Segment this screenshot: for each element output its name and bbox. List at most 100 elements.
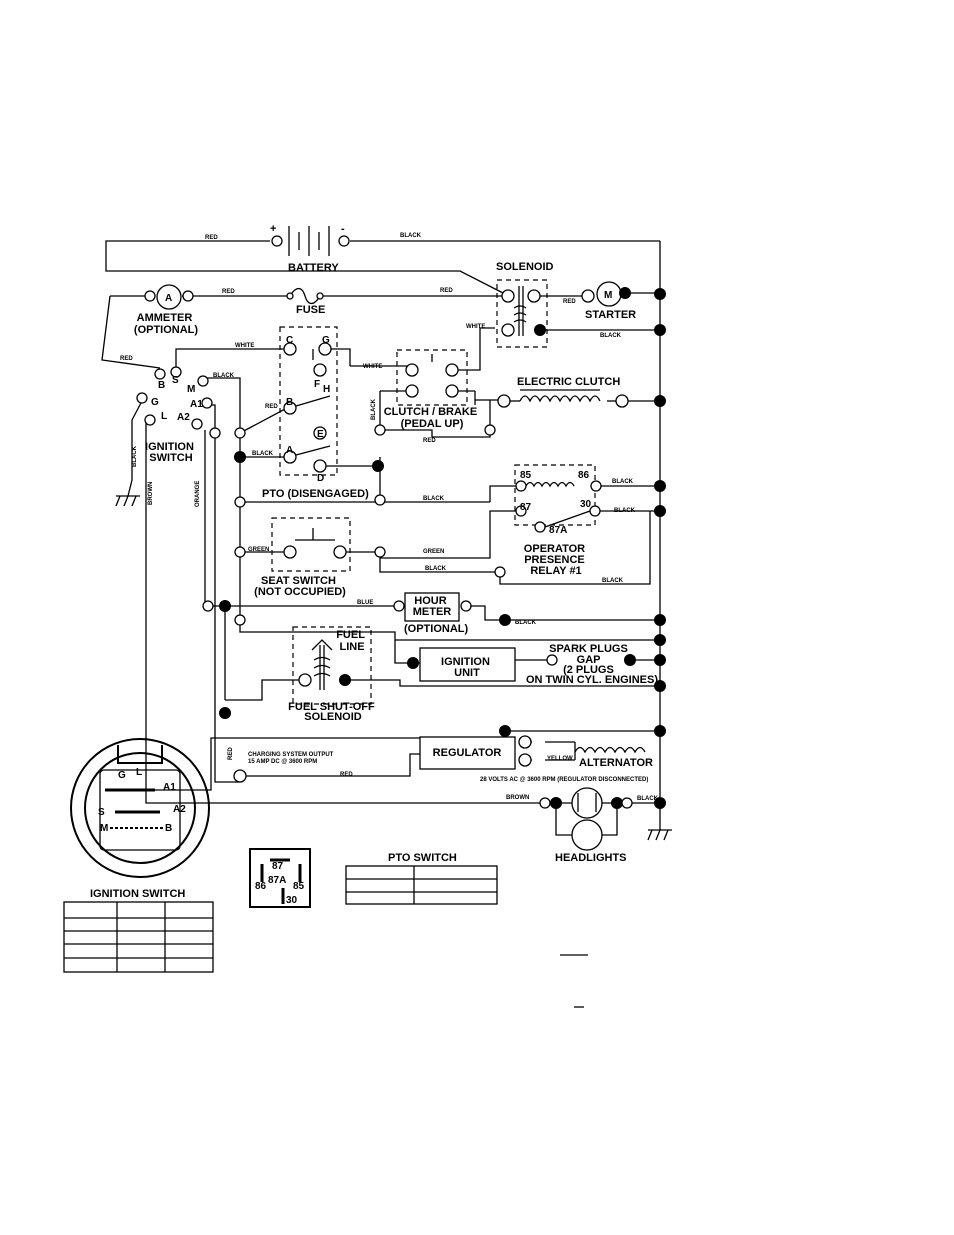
relay-pin-30: 30 <box>286 895 298 906</box>
ignition-switch-label: IGNITION SWITCH <box>145 441 197 464</box>
wire-red-starter: RED <box>563 299 576 305</box>
relay-pin-87a: 87A <box>268 875 286 886</box>
pto-terminal-c: C <box>286 335 293 346</box>
ammeter-label: AMMETER (OPTIONAL) <box>134 312 198 336</box>
ignition-unit-label: IGNITION UNIT <box>441 656 493 679</box>
relay-label: OPERATOR PRESENCE RELAY #1 <box>524 543 588 577</box>
relay-pinout: 87 86 87A 85 30 <box>249 848 311 908</box>
wire-red-clutch: RED <box>423 438 436 444</box>
terminal-labels: B S M G L A1 A2 C G F H B E A D 85 86 87… <box>151 335 592 536</box>
pto-terminal-b: B <box>286 397 293 408</box>
wire-black-seat: BLACK <box>425 566 447 572</box>
hour-meter-note: (OPTIONAL) <box>404 623 468 635</box>
wire-black-relay-bottom: BLACK <box>602 578 624 584</box>
relay-terminal-30: 30 <box>580 499 592 510</box>
relay-terminal-86: 86 <box>578 470 590 481</box>
wire-black-clutch-vertical: BLACK <box>371 398 377 420</box>
ign-terminal-b: B <box>158 380 165 391</box>
face-terminal-b: B <box>165 823 172 834</box>
wires <box>101 240 661 836</box>
face-terminal-l: L <box>136 767 142 778</box>
ignition-switch-symbol <box>136 366 213 430</box>
solenoid-label: SOLENOID <box>496 261 554 273</box>
wire-red-charging-vertical: RED <box>228 747 234 760</box>
wire-red-battery: RED <box>205 235 218 241</box>
relay-pin-86: 86 <box>255 881 267 892</box>
pto-terminal-g: G <box>322 335 330 346</box>
wire-white-pto: WHITE <box>235 343 254 349</box>
wire-green-relay: GREEN <box>423 549 444 555</box>
relay-pin-85: 85 <box>293 881 305 892</box>
wire-red-ammeter: RED <box>222 289 235 295</box>
clutch-brake-symbol <box>405 354 459 398</box>
wire-yellow-alternator: YELLOW <box>547 756 573 762</box>
wire-red-regulator: RED <box>340 772 353 778</box>
ign-terminal-l: L <box>161 411 167 422</box>
pto-terminal-e: E <box>317 429 324 440</box>
ground-symbol-right <box>647 829 672 841</box>
wire-labels: RED BLACK RED RED RED WHITE BLACK RED WH… <box>120 233 659 802</box>
regulator-label: REGULATOR <box>433 747 502 759</box>
pto-terminal-d: D <box>317 473 324 484</box>
relay-terminal-85: 85 <box>520 470 532 481</box>
pto-terminal-h: H <box>323 384 330 395</box>
starter-symbol <box>581 281 631 307</box>
relay-terminal-87a: 87A <box>549 525 567 536</box>
alternator-label: ALTERNATOR <box>579 757 653 769</box>
ignition-unit-symbol <box>419 647 516 682</box>
relay-symbol <box>515 480 602 533</box>
seat-switch-symbol <box>283 528 347 559</box>
ign-terminal-m: M <box>187 384 195 395</box>
component-housings <box>271 279 596 705</box>
hour-meter-symbol <box>393 592 472 622</box>
fuse-label: FUSE <box>296 304 325 316</box>
headlights-symbol <box>539 787 633 851</box>
wire-brown-headlights: BROWN <box>506 795 529 801</box>
fuel-line-label: FUEL LINE <box>336 629 368 653</box>
wire-black-relay-30: BLACK <box>614 508 636 514</box>
electric-clutch-symbol <box>497 389 629 408</box>
headlights-label: HEADLIGHTS <box>555 852 627 864</box>
starter-symbol-label: M <box>604 290 612 301</box>
wire-brown-vertical: BROWN <box>148 482 154 505</box>
wire-blue-hour-meter: BLUE <box>357 600 373 606</box>
wire-black-starter: BLACK <box>600 333 622 339</box>
ignition-switch-face: G L A1 S A2 M B <box>70 738 210 878</box>
wire-black-pto-relay: BLACK <box>423 496 445 502</box>
battery-label: BATTERY <box>288 262 339 274</box>
junction-dots <box>202 288 666 809</box>
fuse-symbol <box>286 287 324 305</box>
pto-terminal-a: A <box>286 445 293 456</box>
wire-red-ignition: RED <box>120 356 133 362</box>
charging-label: CHARGING SYSTEM OUTPUT 15 AMP DC @ 3600 … <box>248 752 335 765</box>
ign-terminal-s: S <box>172 375 179 386</box>
battery-symbol <box>271 226 350 256</box>
starter-label: STARTER <box>585 309 636 321</box>
wire-black-ignition-ground: BLACK <box>132 445 138 467</box>
relay-terminal-87: 87 <box>520 502 532 513</box>
face-terminal-s: S <box>98 807 105 818</box>
regulator-symbol <box>419 736 516 770</box>
solenoid-symbol <box>501 286 546 337</box>
wire-black-ignition: BLACK <box>213 373 235 379</box>
battery-neg-label: - <box>341 223 345 235</box>
pto-label: PTO (DISENGAGED) <box>262 488 369 500</box>
clutch-brake-label: CLUTCH / BRAKE (PEDAL UP) <box>384 406 481 430</box>
seat-switch-label: SEAT SWITCH (NOT OCCUPIED) <box>254 575 346 598</box>
spark-plugs-label: SPARK PLUGS GAP (2 PLUGS ON TWIN CYL. EN… <box>526 643 658 686</box>
face-terminal-m: M <box>100 823 108 834</box>
ammeter-symbol-label: A <box>165 293 172 304</box>
wire-black-relay-top: BLACK <box>612 479 634 485</box>
wire-green-seat: GREEN <box>248 547 269 553</box>
pto-terminal-f: F <box>314 379 320 390</box>
ignition-switch-table <box>63 901 214 973</box>
charging-output-terminal <box>233 769 247 783</box>
ground-symbol-left <box>115 495 140 507</box>
alternator-symbol <box>518 735 646 767</box>
hour-meter-label: HOUR METER <box>413 595 452 618</box>
fuel-solenoid-symbol <box>298 639 351 690</box>
wire-red-pto-b: RED <box>265 404 278 410</box>
face-terminal-g: G <box>118 770 126 781</box>
alternator-note: 28 VOLTS AC @ 3600 RPM (REGULATOR DISCON… <box>480 777 648 783</box>
